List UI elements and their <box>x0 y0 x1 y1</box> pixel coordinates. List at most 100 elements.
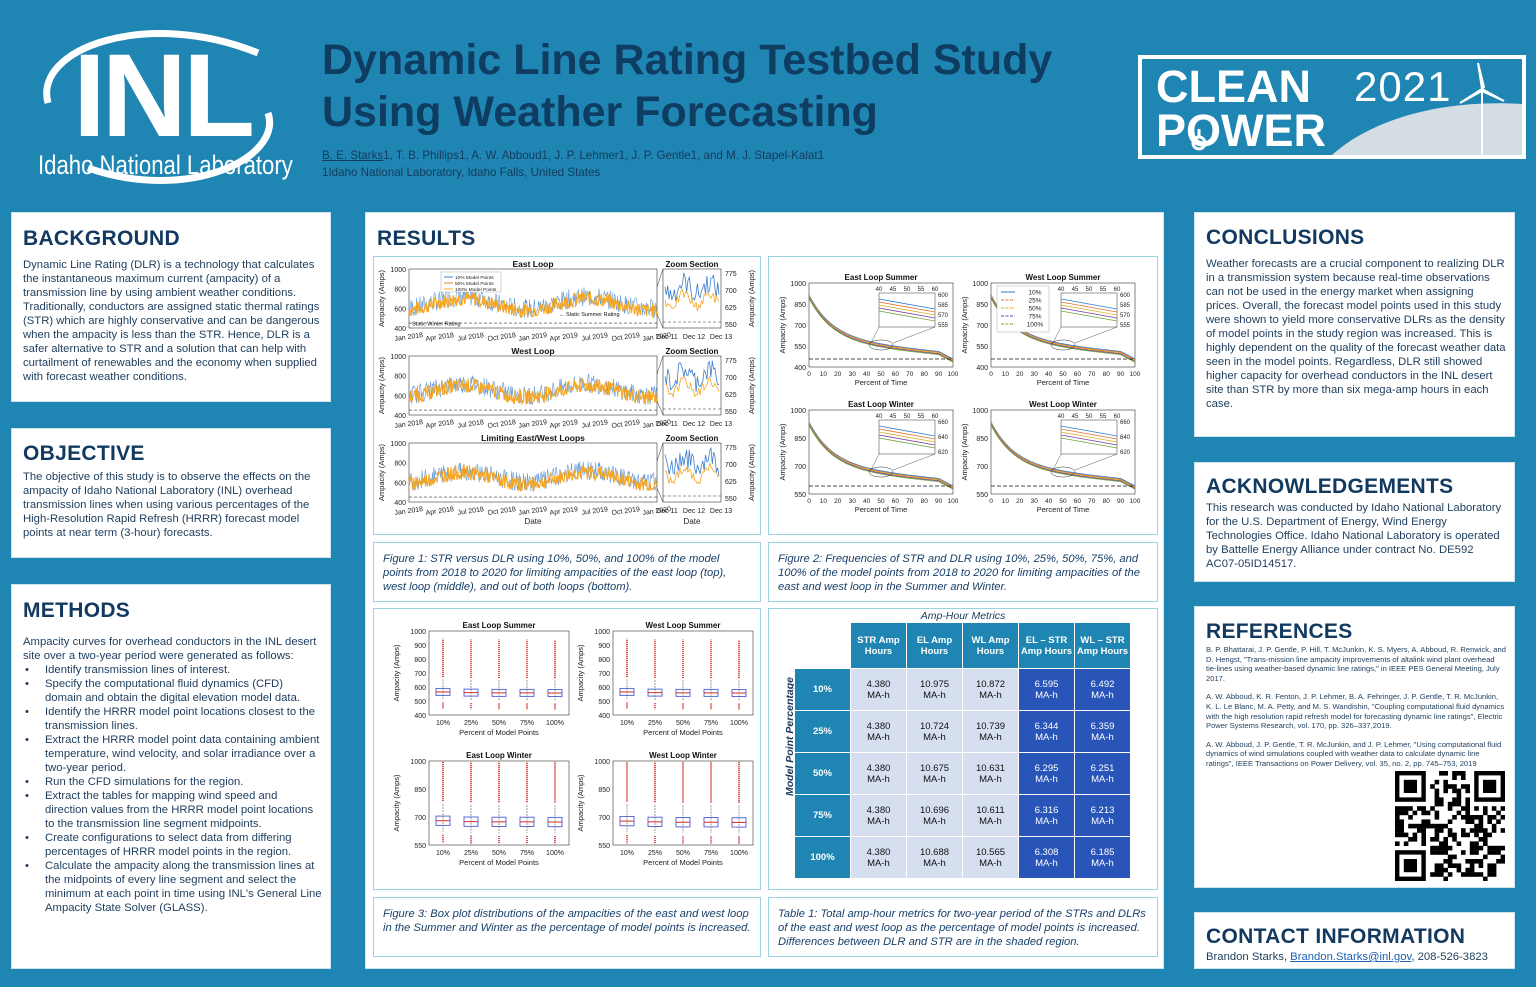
y-axis-label: Ampacity (Amps) <box>377 269 386 327</box>
zoom-x-tick: 50 <box>904 287 911 293</box>
legend-box <box>440 271 502 293</box>
qr-module <box>1425 810 1431 816</box>
qr-module <box>1452 837 1457 842</box>
x-tick-label: 50 <box>1059 498 1067 505</box>
qr-module <box>1496 810 1501 816</box>
background-title: BACKGROUND <box>23 227 180 250</box>
zoom-curve <box>1060 307 1118 319</box>
acknowledgements-text: This research was conducted by Idaho Nat… <box>1206 502 1502 570</box>
y-tick-label: 700 <box>414 671 426 678</box>
qr-module <box>1399 828 1404 833</box>
qr-module <box>1469 819 1475 824</box>
duration-curve <box>990 422 1136 488</box>
x-tick-label: 10 <box>1002 498 1010 505</box>
zoom-y-tick: 775 <box>725 445 737 452</box>
zoom-y-tick: 585 <box>938 303 949 309</box>
results-title: RESULTS <box>377 227 476 250</box>
zoom-x-tick: 40 <box>1058 287 1065 293</box>
poster-title: Dynamic Line Rating Testbed Study Using … <box>322 34 1142 138</box>
qr-module <box>1395 841 1400 846</box>
x-tick-label: 90 <box>1117 498 1125 505</box>
qr-module <box>1456 863 1462 868</box>
y-tick-label: 1000 <box>410 629 426 636</box>
qr-module <box>1491 806 1497 811</box>
qr-module <box>1491 845 1497 851</box>
qr-module <box>1443 788 1448 794</box>
contact-line: Brandon Starks, Brandon.Starks@inl.gov, … <box>1206 950 1511 964</box>
y-tick-label: 900 <box>598 643 610 650</box>
zoom-y-tick: 625 <box>725 305 737 312</box>
table-1-caption: Table 1: Total amp-hour metrics for two-… <box>768 897 1158 957</box>
qr-module <box>1469 815 1475 820</box>
zoom-x-tick: Dec 13 <box>710 421 732 428</box>
zoom-y-label: Ampacity (Amps) <box>747 269 756 327</box>
conclusions-text: Weather forecasts are a crucial componen… <box>1206 258 1506 410</box>
qr-module <box>1430 850 1435 855</box>
duration-curve <box>808 421 954 487</box>
zoom-x-tick: 40 <box>1058 414 1065 420</box>
qr-module <box>1487 872 1492 877</box>
methods-body: Ampacity curves for overhead conductors … <box>23 635 323 915</box>
qr-module <box>1456 867 1462 873</box>
x-tick-label: 100 <box>1130 498 1141 505</box>
zoom-y-tick: 625 <box>725 392 737 399</box>
inl-logo: INL <box>43 30 274 184</box>
table-1: Amp-Hour Metrics Model Point Percentage … <box>768 608 1158 890</box>
qr-module <box>1399 832 1404 838</box>
reference-item: A. W. Abboud, J. P. Gentle, T. R. McJunk… <box>1206 739 1502 768</box>
qr-module <box>1500 845 1505 851</box>
qr-module <box>1421 828 1426 833</box>
qr-module <box>1478 828 1484 833</box>
methods-title: METHODS <box>23 599 131 622</box>
zoom-curve <box>878 301 936 313</box>
y-axis-label: Ampacity (Amps) <box>960 296 969 354</box>
qr-module <box>1491 863 1497 868</box>
qr-module <box>1452 801 1457 807</box>
zoom-y-tick: 775 <box>725 358 737 365</box>
zoom-y-tick: 640 <box>938 435 949 441</box>
zoom-x-tick: Dec 12 <box>683 508 705 515</box>
y-tick-label: 800 <box>598 657 610 664</box>
x-tick-label: Jan 2020 <box>642 332 672 343</box>
qr-module <box>1443 837 1448 842</box>
conclusions-panel: CONCLUSIONS Weather forecasts are a cruc… <box>1194 212 1515 437</box>
zoom-y-tick: 555 <box>938 323 949 329</box>
qr-module <box>1478 823 1484 829</box>
x-tick-label: 70 <box>1088 498 1096 505</box>
qr-module <box>1434 837 1440 842</box>
x-tick-label: 10% <box>436 720 450 727</box>
x-tick-label: 75% <box>704 720 718 727</box>
x-tick-label: 60 <box>892 371 900 378</box>
y-tick-label: 850 <box>414 787 426 794</box>
y-tick-label: 850 <box>976 436 988 443</box>
zoom-x-tick: 45 <box>1072 287 1079 293</box>
y-axis-label: Ampacity (Amps) <box>576 774 585 832</box>
zoom-curve <box>1060 428 1118 440</box>
contact-phone: , 208-526-3823 <box>1411 951 1488 963</box>
zoom-curve <box>878 428 936 440</box>
qr-module <box>1412 832 1418 838</box>
qr-module <box>1500 828 1505 833</box>
qr-module <box>1461 872 1466 877</box>
y-tick-label: 400 <box>394 500 406 507</box>
x-tick-label: 30 <box>1031 498 1039 505</box>
qr-module <box>1417 806 1422 811</box>
qr-module <box>1443 823 1448 829</box>
contact-email-link[interactable]: Brandon.Starks@inl.gov <box>1290 951 1412 963</box>
plot-title: West Loop Winter <box>649 751 717 760</box>
qr-module <box>1456 810 1462 816</box>
qr-module <box>1452 815 1457 820</box>
y-tick-label: 700 <box>794 464 806 471</box>
qr-module <box>1452 832 1457 838</box>
qr-code[interactable] <box>1395 771 1505 881</box>
qr-module <box>1483 828 1488 833</box>
zoom-series <box>664 360 720 392</box>
methods-step: Extract the HRRR model point data contai… <box>23 733 323 775</box>
acknowledgements-title: ACKNOWLEDGEMENTS <box>1206 475 1454 498</box>
